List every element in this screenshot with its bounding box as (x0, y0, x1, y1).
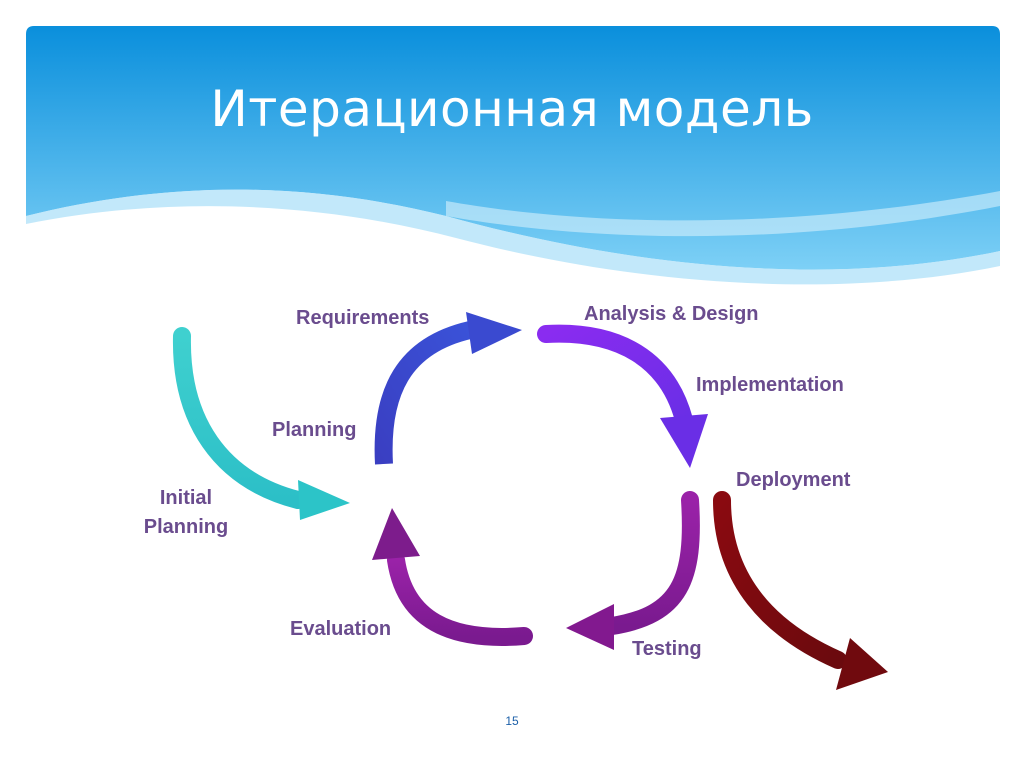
label-planning: Planning (272, 419, 356, 441)
label-requirements: Requirements (296, 307, 429, 329)
label-deployment: Deployment (736, 469, 851, 491)
label-analysis-design: Analysis & Design (584, 303, 759, 325)
label-initial-planning-line1: Initial (160, 487, 212, 509)
testing-arrow (566, 491, 700, 650)
label-testing: Testing (632, 638, 702, 660)
label-evaluation: Evaluation (290, 618, 391, 640)
page-number: 15 (505, 714, 519, 728)
label-implementation: Implementation (696, 374, 844, 396)
analysis-design-arrow (537, 324, 708, 468)
deployment-arrow (713, 491, 888, 690)
header-banner (26, 26, 1000, 288)
planning-arrow (374, 312, 522, 465)
label-initial-planning-line2: Planning (144, 516, 228, 538)
slide-title: Итерационная модель (210, 80, 814, 138)
initial-planning-arrow (172, 327, 350, 520)
evaluation-arrow (372, 508, 533, 646)
header-background (26, 26, 1000, 285)
